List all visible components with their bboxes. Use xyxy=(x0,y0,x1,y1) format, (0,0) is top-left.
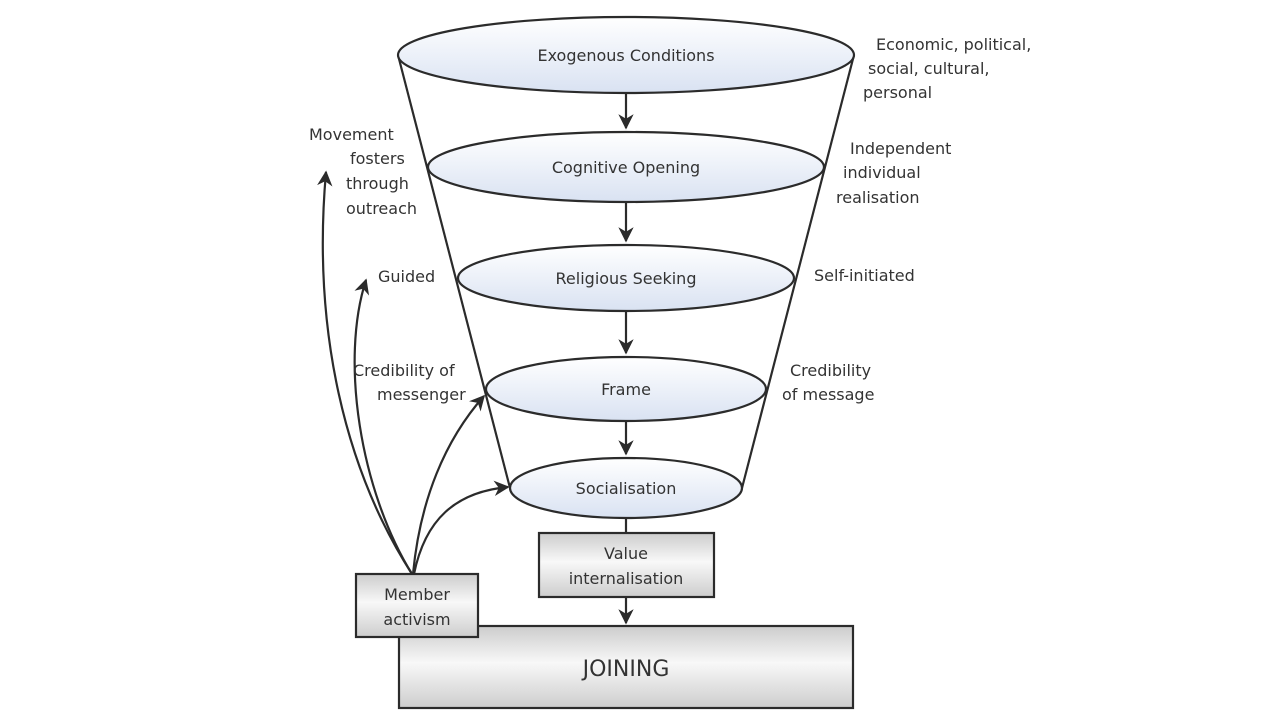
joining-box: JOINING xyxy=(397,624,855,710)
annotation-line: fosters xyxy=(350,149,405,168)
stage-frame: Frame xyxy=(484,355,768,423)
arrow-activism-to-outreach xyxy=(317,170,413,575)
annotation-guided: Guided xyxy=(378,267,435,286)
arrow-activism-to-guided xyxy=(353,278,413,575)
stage-label: Religious Seeking xyxy=(556,269,697,288)
annotation-line: of message xyxy=(782,385,874,404)
joining-label: JOINING xyxy=(581,657,670,682)
annotation-line: personal xyxy=(863,83,932,102)
stage-label: Exogenous Conditions xyxy=(537,46,714,65)
annotation-line: Credibility of xyxy=(353,361,455,380)
annotation-line: social, cultural, xyxy=(868,59,990,78)
arrow-activism-to-socialisation xyxy=(412,480,510,575)
annotation-line: through xyxy=(346,174,409,193)
stage-exogenous-conditions: Exogenous Conditions xyxy=(396,15,856,95)
annotation-outreach: Movement fosters through outreach xyxy=(309,125,417,218)
stage-socialisation: Socialisation xyxy=(508,456,744,520)
annotation-line: messenger xyxy=(377,385,466,404)
annotation-line: Guided xyxy=(378,267,435,286)
annotation-line: Economic, political, xyxy=(876,35,1031,54)
annotation-cognitive-opening: Independent individual realisation xyxy=(836,139,951,207)
stage-label: Frame xyxy=(601,380,651,399)
annotation-line: Self-initiated xyxy=(814,266,915,285)
annotation-messenger: Credibility of messenger xyxy=(353,361,466,404)
annotation-frame-message: Credibility of message xyxy=(782,361,874,404)
stage-label: Socialisation xyxy=(576,479,677,498)
annotation-line: individual xyxy=(843,163,921,182)
funnel-right-edge xyxy=(740,54,856,489)
annotation-line: Independent xyxy=(850,139,951,158)
value-internalisation-label-line1: Value xyxy=(604,544,648,563)
member-activism-box: Member activism xyxy=(354,572,480,639)
member-activism-label-line1: Member xyxy=(384,585,450,604)
annotation-line: Movement xyxy=(309,125,394,144)
value-internalisation-label-line2: internalisation xyxy=(569,569,684,588)
member-activism-label-line2: activism xyxy=(383,610,450,629)
annotation-line: realisation xyxy=(836,188,920,207)
annotation-religious-seeking: Self-initiated xyxy=(814,266,915,285)
annotation-exogenous-factors: Economic, political, social, cultural, p… xyxy=(863,35,1031,102)
stage-religious-seeking: Religious Seeking xyxy=(456,243,796,313)
annotation-line: Credibility xyxy=(790,361,871,380)
stage-cognitive-opening: Cognitive Opening xyxy=(426,130,826,204)
stage-label: Cognitive Opening xyxy=(552,158,700,177)
annotation-line: outreach xyxy=(346,199,417,218)
arrow-activism-to-frame xyxy=(411,394,486,575)
value-internalisation-box: Value internalisation xyxy=(537,531,716,599)
funnel-left-edge xyxy=(396,54,512,489)
